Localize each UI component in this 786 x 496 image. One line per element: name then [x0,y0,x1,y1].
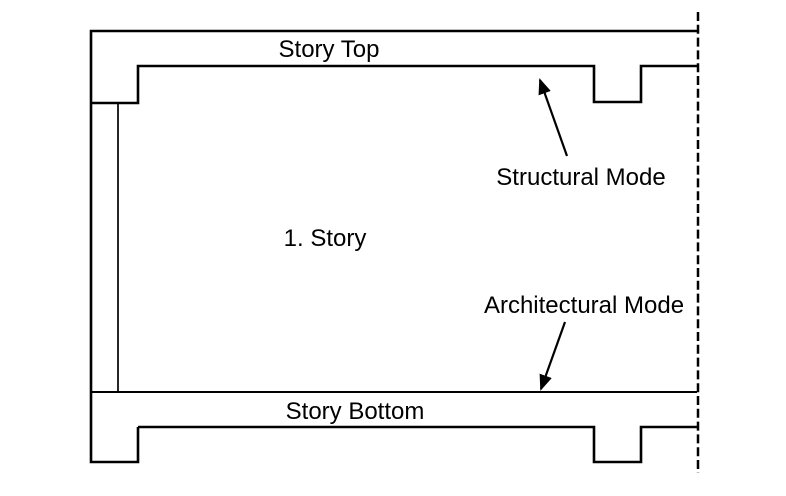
structural-mode-label: Structural Mode [496,164,665,191]
story-bottom-label: Story Bottom [286,398,425,425]
diagram-labels: Story Top 1. Story Story Bottom Structur… [279,36,685,425]
structural-mode-arrow [538,78,569,157]
story-number-label: 1. Story [284,225,367,252]
story-top-label: Story Top [279,36,380,63]
architectural-mode-label: Architectural Mode [484,292,684,319]
architectural-mode-arrow [539,321,567,391]
diagram-lines [89,12,700,473]
top-slab-soffit-line [91,64,697,105]
outer-boundary-line [89,29,697,464]
bottom-slab-soffit-line [138,425,697,464]
